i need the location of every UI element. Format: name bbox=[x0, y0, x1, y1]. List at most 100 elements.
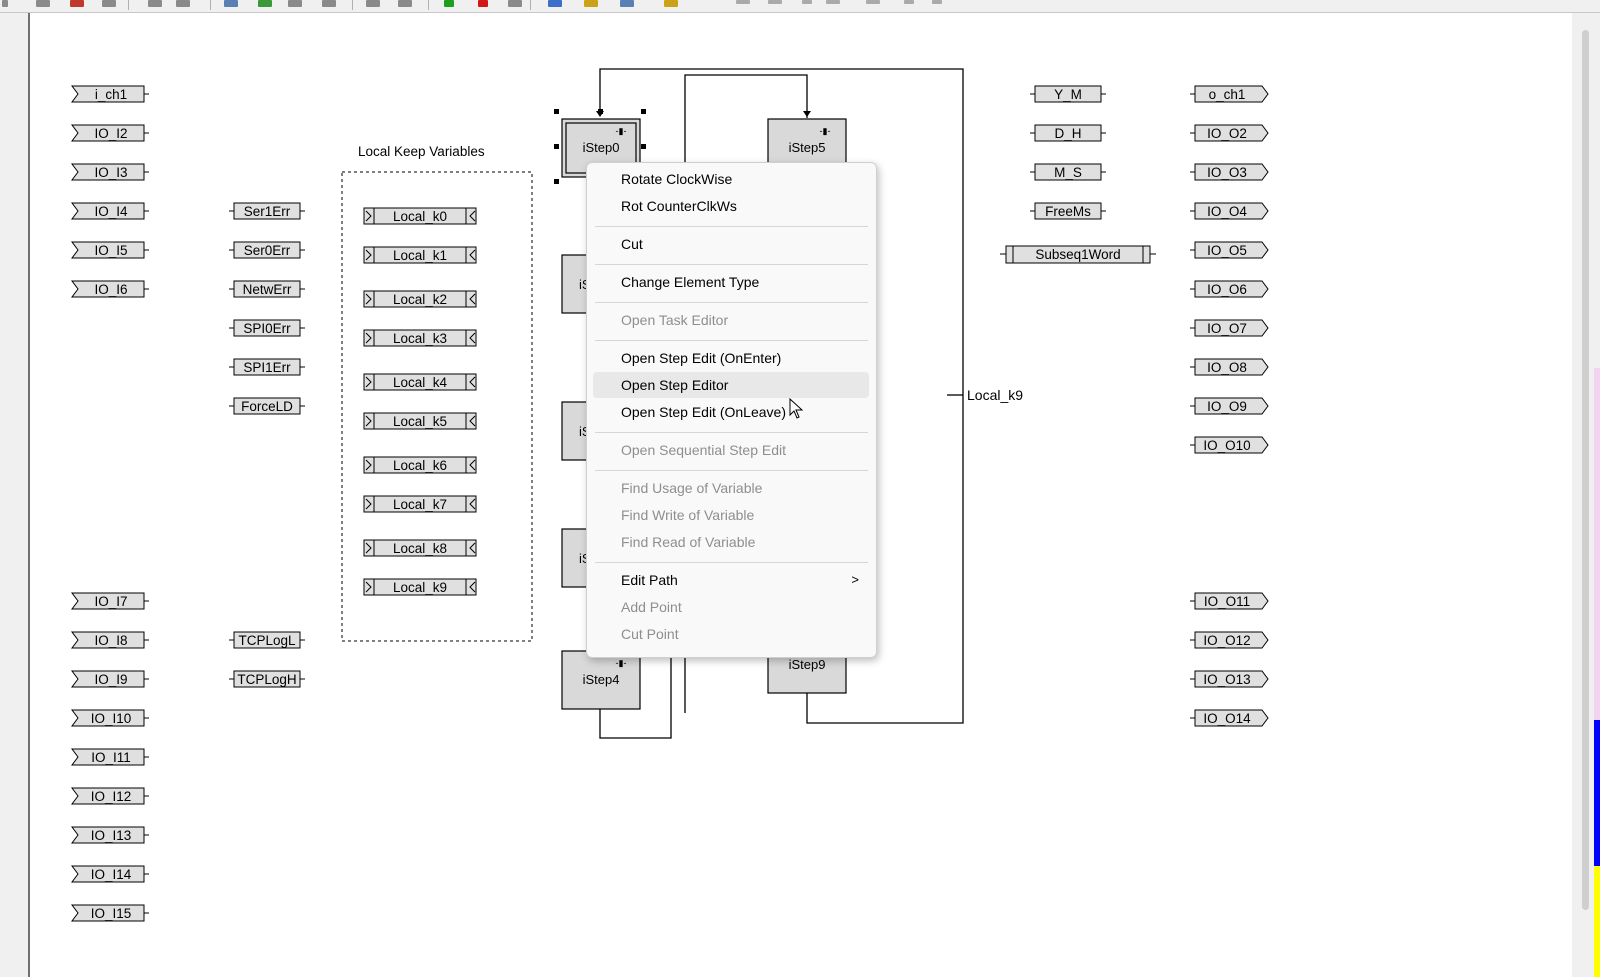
print-icon[interactable] bbox=[620, 0, 634, 7]
paste-icon[interactable] bbox=[102, 0, 116, 7]
local-variable[interactable]: Local_k1 bbox=[363, 246, 477, 264]
menu-edit-path[interactable]: Edit Path > bbox=[593, 567, 869, 593]
size-icon[interactable] bbox=[904, 0, 914, 4]
align-left-icon[interactable] bbox=[736, 0, 750, 4]
output-variable[interactable]: IO_O14 bbox=[1190, 709, 1269, 727]
connect-icon[interactable] bbox=[258, 0, 272, 7]
input-variable[interactable]: IO_I5 bbox=[71, 241, 149, 259]
error-variable[interactable]: SPI0Err bbox=[229, 319, 305, 337]
upload-icon[interactable] bbox=[398, 0, 412, 7]
align-right-icon[interactable] bbox=[768, 0, 782, 4]
monitor-icon[interactable] bbox=[224, 0, 238, 7]
menu-rotate-counterclockwise[interactable]: Rot CounterClkWs bbox=[621, 198, 737, 214]
menu-open-step-edit-onenter[interactable]: Open Step Edit (OnEnter) bbox=[621, 350, 782, 366]
local-variable[interactable]: Local_k3 bbox=[363, 329, 477, 347]
local-variable[interactable]: Local_k9 bbox=[363, 578, 477, 596]
lock-icon[interactable] bbox=[584, 0, 598, 7]
download-icon[interactable] bbox=[366, 0, 380, 7]
tcp-variable[interactable]: TCPLogH bbox=[229, 670, 305, 688]
binary-icon[interactable] bbox=[288, 0, 302, 7]
error-variable[interactable]: ForceLD bbox=[229, 397, 305, 415]
copy-icon[interactable] bbox=[36, 0, 50, 7]
sfc-diagram[interactable]: -▮- iStep0 -▮- iStep5 iS iS iS -▮- iStep… bbox=[30, 13, 1572, 977]
menu-find-usage-of-variable: Find Usage of Variable bbox=[621, 480, 763, 496]
output-variable[interactable]: o_ch1 bbox=[1190, 85, 1269, 103]
output-variable[interactable]: IO_O11 bbox=[1190, 592, 1269, 610]
output-variable[interactable]: IO_O7 bbox=[1190, 319, 1269, 337]
input-variable[interactable]: IO_I15 bbox=[71, 904, 149, 922]
binary2-icon[interactable] bbox=[322, 0, 336, 7]
local-variable[interactable]: Local_k5 bbox=[363, 412, 477, 430]
distribute-icon[interactable] bbox=[866, 0, 880, 4]
menu-open-step-edit-onleave[interactable]: Open Step Edit (OnLeave) bbox=[621, 404, 786, 420]
local-variable[interactable]: Local_k6 bbox=[363, 456, 477, 474]
time-variable[interactable]: Y_M bbox=[1030, 85, 1106, 103]
variable-label: IO_I3 bbox=[94, 165, 127, 180]
align-bottom-icon[interactable] bbox=[826, 0, 840, 4]
input-variable[interactable]: IO_I9 bbox=[71, 670, 149, 688]
step-label: iS bbox=[579, 424, 591, 439]
variable-label: IO_I12 bbox=[91, 789, 132, 804]
menu-rotate-clockwise[interactable]: Rotate ClockWise bbox=[621, 171, 733, 187]
output-variable[interactable]: IO_O5 bbox=[1190, 241, 1269, 259]
stop-icon[interactable] bbox=[478, 0, 488, 7]
step-iStep4[interactable]: -▮- iStep4 bbox=[561, 650, 641, 710]
error-variable[interactable]: Ser1Err bbox=[229, 202, 305, 220]
undo-icon[interactable] bbox=[148, 0, 162, 7]
input-variable[interactable]: IO_I10 bbox=[71, 709, 149, 727]
input-variable[interactable]: IO_I7 bbox=[71, 592, 149, 610]
output-variable[interactable]: IO_O4 bbox=[1190, 202, 1269, 220]
input-variable[interactable]: IO_I2 bbox=[71, 124, 149, 142]
local-variable[interactable]: Local_k8 bbox=[363, 539, 477, 557]
output-variable[interactable]: IO_O12 bbox=[1190, 631, 1269, 649]
time-variable[interactable]: FreeMs bbox=[1030, 202, 1106, 220]
error-variable[interactable]: SPI1Err bbox=[229, 358, 305, 376]
input-variable[interactable]: IO_I8 bbox=[71, 631, 149, 649]
input-variable[interactable]: IO_I4 bbox=[71, 202, 149, 220]
redo-icon[interactable] bbox=[176, 0, 190, 7]
output-variable[interactable]: IO_O10 bbox=[1190, 436, 1269, 454]
local-variable[interactable]: Local_k7 bbox=[363, 495, 477, 513]
output-variable[interactable]: IO_O2 bbox=[1190, 124, 1269, 142]
time-variable[interactable]: D_H bbox=[1030, 124, 1106, 142]
output-variable[interactable]: IO_O13 bbox=[1190, 670, 1269, 688]
time-variable[interactable]: M_S bbox=[1030, 163, 1106, 181]
error-variable[interactable]: Ser0Err bbox=[229, 241, 305, 259]
menu-cut[interactable]: Cut bbox=[621, 236, 643, 252]
output-variable[interactable]: IO_O9 bbox=[1190, 397, 1269, 415]
local-variable[interactable]: Local_k2 bbox=[363, 290, 477, 308]
align-top-icon[interactable] bbox=[802, 0, 812, 4]
local-group-title: Local Keep Variables bbox=[358, 144, 485, 159]
run-icon[interactable] bbox=[444, 0, 454, 7]
input-variable[interactable]: IO_I12 bbox=[71, 787, 149, 805]
subseq1word-block[interactable]: Subseq1Word bbox=[1000, 245, 1156, 264]
local-variable[interactable]: Local_k0 bbox=[363, 207, 477, 225]
search-icon[interactable] bbox=[548, 0, 562, 7]
input-variable[interactable]: IO_I14 bbox=[71, 865, 149, 883]
output-variable[interactable]: IO_O3 bbox=[1190, 163, 1269, 181]
grid-icon[interactable] bbox=[932, 0, 942, 4]
output-variable[interactable]: IO_O6 bbox=[1190, 280, 1269, 298]
variable-label: Local_k6 bbox=[393, 458, 447, 473]
variable-label: i_ch1 bbox=[95, 87, 127, 102]
tools-icon[interactable] bbox=[664, 0, 678, 7]
step-icon[interactable] bbox=[508, 0, 522, 7]
local-variable[interactable]: Local_k4 bbox=[363, 373, 477, 391]
input-variable[interactable]: IO_I11 bbox=[71, 748, 149, 766]
menu-change-element-type[interactable]: Change Element Type bbox=[621, 274, 760, 290]
input-variable[interactable]: i_ch1 bbox=[71, 85, 149, 103]
scrollbar-thumb[interactable] bbox=[1582, 30, 1589, 910]
menu-open-step-editor[interactable]: Open Step Editor bbox=[593, 372, 869, 398]
tcp-variable[interactable]: TCPLogL bbox=[229, 631, 305, 649]
variable-label: SPI0Err bbox=[243, 321, 291, 336]
new-icon[interactable] bbox=[2, 0, 8, 7]
input-variable[interactable]: IO_I3 bbox=[71, 163, 149, 181]
menu-edit-path-label: Edit Path bbox=[621, 572, 678, 588]
input-variable[interactable]: IO_I6 bbox=[71, 280, 149, 298]
selection-handles[interactable] bbox=[554, 109, 646, 184]
cut-icon[interactable] bbox=[70, 0, 84, 7]
error-variable[interactable]: NetwErr bbox=[229, 280, 305, 298]
input-variable[interactable]: IO_I13 bbox=[71, 826, 149, 844]
output-variable[interactable]: IO_O8 bbox=[1190, 358, 1269, 376]
variable-label: IO_O4 bbox=[1207, 204, 1247, 219]
